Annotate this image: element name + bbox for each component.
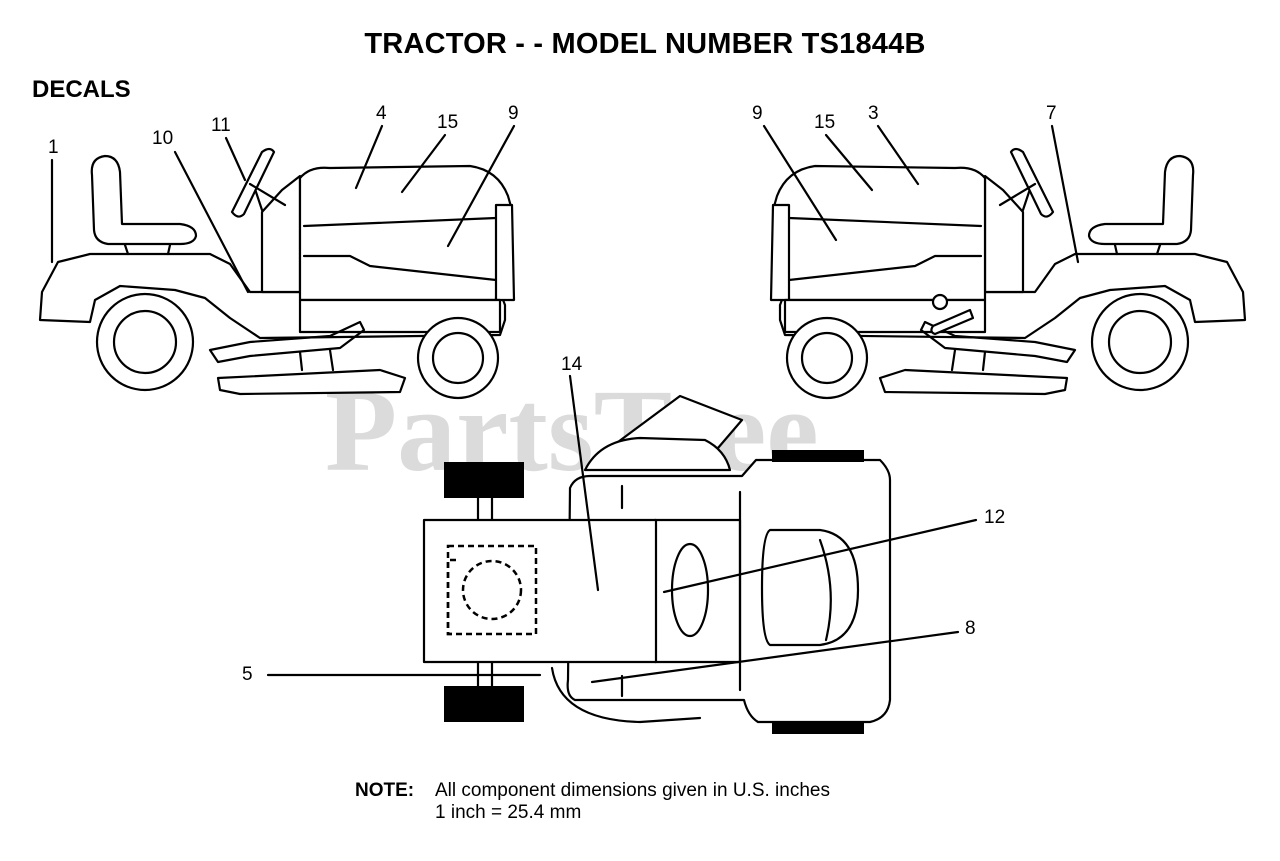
callout-1: 1 (48, 137, 59, 158)
callout-8: 8 (965, 618, 976, 639)
callout-15-right: 15 (814, 112, 835, 133)
page-title: TRACTOR - - MODEL NUMBER TS1844B (364, 28, 926, 60)
callout-12: 12 (984, 507, 1005, 528)
note-line-1: All component dimensions given in U.S. i… (435, 780, 830, 801)
callout-10: 10 (152, 128, 173, 149)
note-label: NOTE: (355, 780, 415, 801)
left-side-tractor (38, 147, 516, 400)
top-view-tractor (422, 394, 892, 734)
note-line-2: 1 inch = 25.4 mm (435, 802, 582, 823)
callout-4-left: 4 (376, 103, 387, 124)
callout-3: 3 (868, 103, 879, 124)
section-label: DECALS (32, 76, 131, 103)
callout-9-left: 9 (508, 103, 519, 124)
note-body: All component dimensions given in U.S. i… (435, 780, 830, 824)
callout-7: 7 (1046, 103, 1057, 124)
callout-14: 14 (561, 354, 583, 375)
callout-9-right: 9 (752, 103, 763, 124)
callout-15-left: 15 (437, 112, 458, 133)
note-block: NOTE: All component dimensions given in U… (355, 780, 830, 824)
callout-11: 11 (211, 115, 231, 136)
callout-5: 5 (242, 664, 253, 685)
right-side-tractor (769, 147, 1247, 400)
